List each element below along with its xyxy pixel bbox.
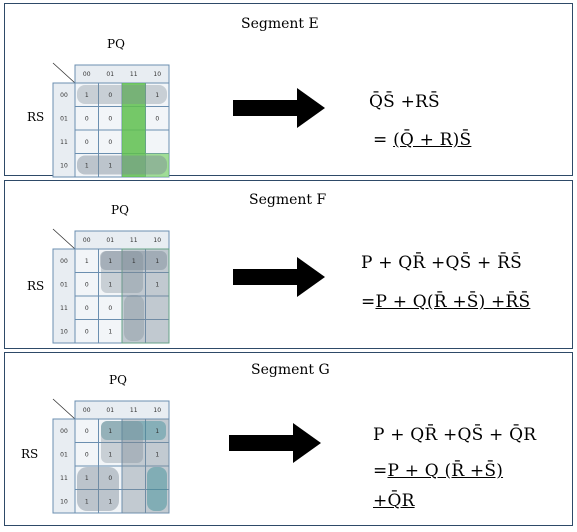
kmap-cell-value: 1 — [155, 451, 159, 458]
kmap-cell-value: 1 — [85, 498, 89, 505]
segment-g-simplified: P + Q (R̄ +S̄) — [387, 461, 504, 481]
segment-f-simplified: P + Q(R̄ +S̄) +R̄S̄ — [375, 292, 531, 312]
right-arrow-icon — [233, 257, 325, 297]
kmap-cell-value: 0 — [155, 115, 159, 122]
kmap-cell-value: 0 — [108, 92, 112, 99]
kmap-f-pq-label: PQ — [111, 203, 129, 217]
kmap-cell-value: 0 — [85, 328, 89, 335]
kmap-cell-value: 1 — [85, 258, 89, 265]
kmap-cell-value: 1 — [108, 498, 112, 505]
kmap-cell-value: 0 — [85, 305, 89, 312]
kmap-cell-value: 0 — [108, 139, 112, 146]
kmap-cell-value: 0 — [85, 428, 89, 435]
kmap-cell-value: 1 — [155, 92, 159, 99]
kmap-row-header: 11 — [60, 305, 68, 312]
kmap-col-header: 11 — [130, 237, 138, 244]
kmap-col-header: 10 — [153, 407, 161, 414]
kmap-cell-value: 0 — [108, 475, 112, 482]
kmap-e-group-row — [77, 85, 167, 104]
kmap-cell-value: 0 — [85, 115, 89, 122]
kmap-cell-value: 1 — [108, 451, 112, 458]
segment-f-title: Segment F — [249, 192, 327, 208]
kmap-row-header: 01 — [60, 281, 68, 288]
kmap-row-header: 10 — [60, 328, 68, 335]
segment-e-simplified: (Q̄ + R)S̄ — [393, 130, 472, 150]
right-arrow-icon — [233, 88, 325, 128]
kmap-f-group-p — [121, 248, 170, 344]
segment-g-title: Segment G — [251, 362, 330, 378]
kmap-cell-value: 0 — [85, 139, 89, 146]
kmap-cell-value: 0 — [85, 281, 89, 288]
kmap-row-header: 01 — [60, 115, 68, 122]
right-arrow-icon — [229, 423, 321, 463]
kmap-row-header: 10 — [60, 498, 68, 505]
kmap-col-header: 00 — [83, 237, 91, 244]
kmap-f-group-row — [100, 251, 167, 270]
segment-f-eq-prefix: = — [361, 292, 376, 312]
kmap-cell-value: 1 — [155, 258, 159, 265]
kmap-g-rs-label: RS — [21, 447, 39, 461]
kmap-cell-value: 0 — [108, 115, 112, 122]
kmap-cell-value: 0 — [108, 305, 112, 312]
kmap-cell-value: 1 — [132, 258, 136, 265]
kmap-col-header: 10 — [153, 237, 161, 244]
kmap-col-header: 00 — [83, 407, 91, 414]
kmap-row-header: 01 — [60, 451, 68, 458]
kmap-e-group-green — [122, 83, 146, 177]
kmap-cell-value: 1 — [155, 281, 159, 288]
kmap-col-header: 11 — [130, 407, 138, 414]
segment-e-expr-line2: = (Q̄ + R)S̄ — [373, 130, 471, 150]
kmap-col-header: 10 — [153, 71, 161, 78]
kmap-col-header: 01 — [106, 71, 114, 78]
segment-g-expr-line3: +Q̄R — [373, 491, 415, 511]
kmap-e-group-bottom — [77, 155, 167, 175]
kmap-row-header: 10 — [60, 162, 68, 169]
kmap-cell-value: 1 — [85, 475, 89, 482]
kmap-col-header: 01 — [106, 237, 114, 244]
kmap-cell-value: 1 — [108, 328, 112, 335]
kmap-f-group-q — [101, 251, 143, 293]
kmap-e-pq-label: PQ — [107, 37, 125, 51]
kmap-row-header: 11 — [60, 475, 68, 482]
segment-g-expr-line2: =P + Q (R̄ +S̄) — [373, 461, 503, 481]
kmap-cell-value: 1 — [85, 162, 89, 169]
segment-g-eq-prefix: = — [373, 461, 388, 481]
kmap-cell-value: 1 — [108, 258, 112, 265]
kmap-cell-value: 1 — [108, 428, 112, 435]
kmap-cell-value: 1 — [108, 162, 112, 169]
kmap-e-rs-label: RS — [27, 110, 45, 124]
kmap-row-header: 00 — [60, 428, 68, 435]
kmap-row-header: 11 — [60, 139, 68, 146]
kmap-cell-value: 1 — [108, 281, 112, 288]
segment-e-expr-line1: Q̄S̄ +RS̄ — [369, 92, 440, 112]
kmap-col-header: 11 — [130, 71, 138, 78]
kmap-cell-value: 1 — [85, 92, 89, 99]
kmap-row-header: 00 — [60, 258, 68, 265]
kmap-g-group-row — [101, 421, 166, 440]
kmap-cell-value: 0 — [85, 451, 89, 458]
kmap-row-header: 00 — [60, 92, 68, 99]
kmap-g-pq-label: PQ — [109, 373, 127, 387]
segment-f-expr-line1: P + QR̄ +QS̄ + R̄S̄ — [361, 253, 522, 273]
kmap-g-group-qbar-r — [77, 467, 119, 511]
segment-e-eq-prefix: = — [373, 130, 394, 150]
segment-f-expr-line2: =P + Q(R̄ +S̄) +R̄S̄ — [361, 292, 530, 312]
kmap-f-rs-label: RS — [27, 279, 45, 293]
kmap-col-header: 01 — [106, 407, 114, 414]
segment-e-title: Segment E — [241, 16, 319, 32]
segment-g-expr-line1: P + QR̄ +QS̄ + Q̄R — [373, 425, 537, 445]
segment-g-simplified-cont: +Q̄R — [373, 491, 415, 511]
kmap-col-header: 00 — [83, 71, 91, 78]
kmap-cell-value: 1 — [155, 428, 159, 435]
